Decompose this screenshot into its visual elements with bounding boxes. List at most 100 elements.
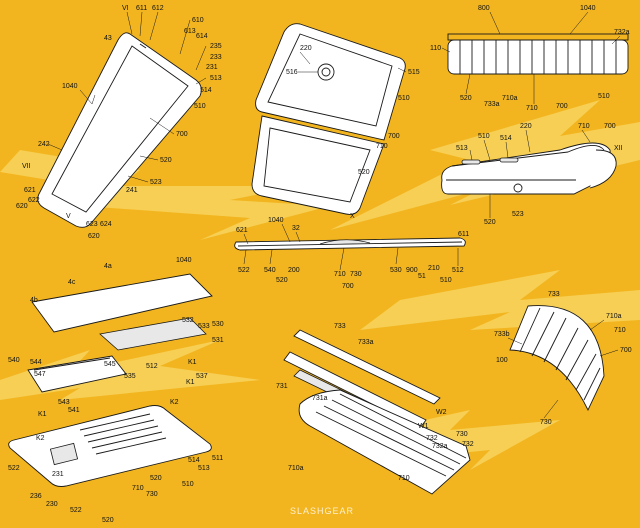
svg-text:535: 535: [124, 373, 136, 380]
svg-text:236: 236: [30, 493, 42, 500]
svg-text:VII: VII: [22, 163, 31, 170]
svg-text:624: 624: [100, 221, 112, 228]
svg-text:510: 510: [194, 103, 206, 110]
svg-text:731: 731: [276, 383, 288, 390]
svg-text:733: 733: [548, 291, 560, 298]
svg-text:520: 520: [358, 169, 370, 176]
svg-text:613: 613: [184, 28, 196, 35]
svg-text:210: 210: [428, 265, 440, 272]
svg-text:622: 622: [28, 197, 40, 204]
svg-text:V: V: [66, 213, 71, 220]
svg-text:710a: 710a: [606, 313, 622, 320]
svg-text:515: 515: [408, 69, 420, 76]
svg-text:513: 513: [198, 465, 210, 472]
svg-text:510: 510: [440, 277, 452, 284]
svg-text:XII: XII: [614, 145, 623, 152]
fig-hinge-arc: 733 710a 710 733b 700 100 730: [494, 291, 632, 426]
svg-text:1040: 1040: [268, 217, 284, 224]
svg-text:520: 520: [460, 95, 472, 102]
svg-text:100: 100: [496, 357, 508, 364]
svg-text:513: 513: [456, 145, 468, 152]
svg-text:544: 544: [30, 359, 42, 366]
svg-text:1040: 1040: [176, 257, 192, 264]
svg-text:530: 530: [390, 267, 402, 274]
svg-text:900: 900: [406, 267, 418, 274]
svg-text:K1: K1: [186, 379, 195, 386]
svg-text:200: 200: [288, 267, 300, 274]
svg-text:510: 510: [398, 95, 410, 102]
fig-exploded-mid: 733 733a 731 731a W2 W1 732 732a 730 732…: [276, 323, 474, 495]
svg-text:K1: K1: [188, 359, 197, 366]
svg-text:732a: 732a: [614, 29, 630, 36]
fig-exploded-left: 4a 1040 4c 4b 532 533 530 531 540 544 54…: [8, 257, 224, 524]
watermark-text: SLASHGEAR: [290, 506, 355, 516]
svg-text:710: 710: [132, 485, 144, 492]
svg-text:516: 516: [286, 69, 298, 76]
svg-text:4c: 4c: [68, 279, 76, 286]
svg-text:531: 531: [212, 337, 224, 344]
svg-text:512: 512: [452, 267, 464, 274]
svg-text:520: 520: [484, 219, 496, 226]
svg-text:611: 611: [458, 231, 469, 238]
svg-text:32: 32: [292, 225, 300, 232]
fig-folded-side: 510 514 220 710 700 513 XII 520 523: [441, 123, 623, 226]
svg-text:520: 520: [150, 475, 162, 482]
svg-text:541: 541: [68, 407, 80, 414]
svg-text:700: 700: [176, 131, 188, 138]
svg-text:730: 730: [456, 431, 468, 438]
svg-text:K2: K2: [170, 399, 179, 406]
svg-text:537: 537: [196, 373, 208, 380]
svg-text:523: 523: [512, 211, 524, 218]
svg-text:514: 514: [500, 135, 512, 142]
svg-text:W2: W2: [436, 409, 447, 416]
svg-text:623: 623: [86, 221, 98, 228]
svg-text:621: 621: [236, 227, 248, 234]
svg-text:732a: 732a: [432, 443, 448, 450]
svg-text:710: 710: [526, 105, 538, 112]
svg-text:700: 700: [620, 347, 632, 354]
svg-text:511: 511: [212, 455, 223, 462]
svg-text:43: 43: [104, 35, 112, 42]
svg-text:612: 612: [152, 5, 164, 12]
svg-text:230: 230: [46, 501, 58, 508]
svg-text:510: 510: [182, 481, 194, 488]
svg-text:522: 522: [70, 507, 82, 514]
svg-text:4b: 4b: [30, 297, 38, 304]
svg-text:51: 51: [418, 273, 426, 280]
svg-text:620: 620: [88, 233, 100, 240]
svg-text:VI: VI: [122, 5, 129, 12]
svg-text:700: 700: [388, 133, 400, 140]
svg-text:733b: 733b: [494, 331, 510, 338]
svg-text:530: 530: [212, 321, 224, 328]
svg-text:514: 514: [200, 87, 212, 94]
svg-text:110: 110: [430, 45, 441, 52]
svg-text:241: 241: [126, 187, 138, 194]
svg-text:621: 621: [24, 187, 36, 194]
svg-text:732: 732: [462, 441, 474, 448]
svg-text:510: 510: [598, 93, 610, 100]
svg-text:540: 540: [264, 267, 276, 274]
fig-section: 621 1040 32 X 611 522 540 200 520 710 73…: [234, 213, 469, 290]
svg-text:710a: 710a: [502, 95, 518, 102]
svg-text:4a: 4a: [104, 263, 112, 270]
svg-text:700: 700: [342, 283, 354, 290]
svg-text:733a: 733a: [484, 101, 500, 108]
svg-text:513: 513: [210, 75, 222, 82]
svg-text:K2: K2: [36, 435, 45, 442]
svg-text:800: 800: [478, 5, 490, 12]
svg-text:730: 730: [146, 491, 158, 498]
svg-text:614: 614: [196, 33, 208, 40]
svg-text:231: 231: [206, 64, 218, 71]
svg-text:710: 710: [578, 123, 590, 130]
svg-text:235: 235: [210, 43, 222, 50]
svg-text:512: 512: [146, 363, 158, 370]
svg-text:710a: 710a: [288, 465, 304, 472]
svg-text:733: 733: [334, 323, 346, 330]
svg-text:545: 545: [104, 361, 116, 368]
svg-text:710: 710: [398, 475, 410, 482]
svg-text:543: 543: [58, 399, 70, 406]
svg-text:231: 231: [52, 471, 64, 478]
svg-text:732: 732: [426, 435, 438, 442]
svg-text:540: 540: [8, 357, 20, 364]
